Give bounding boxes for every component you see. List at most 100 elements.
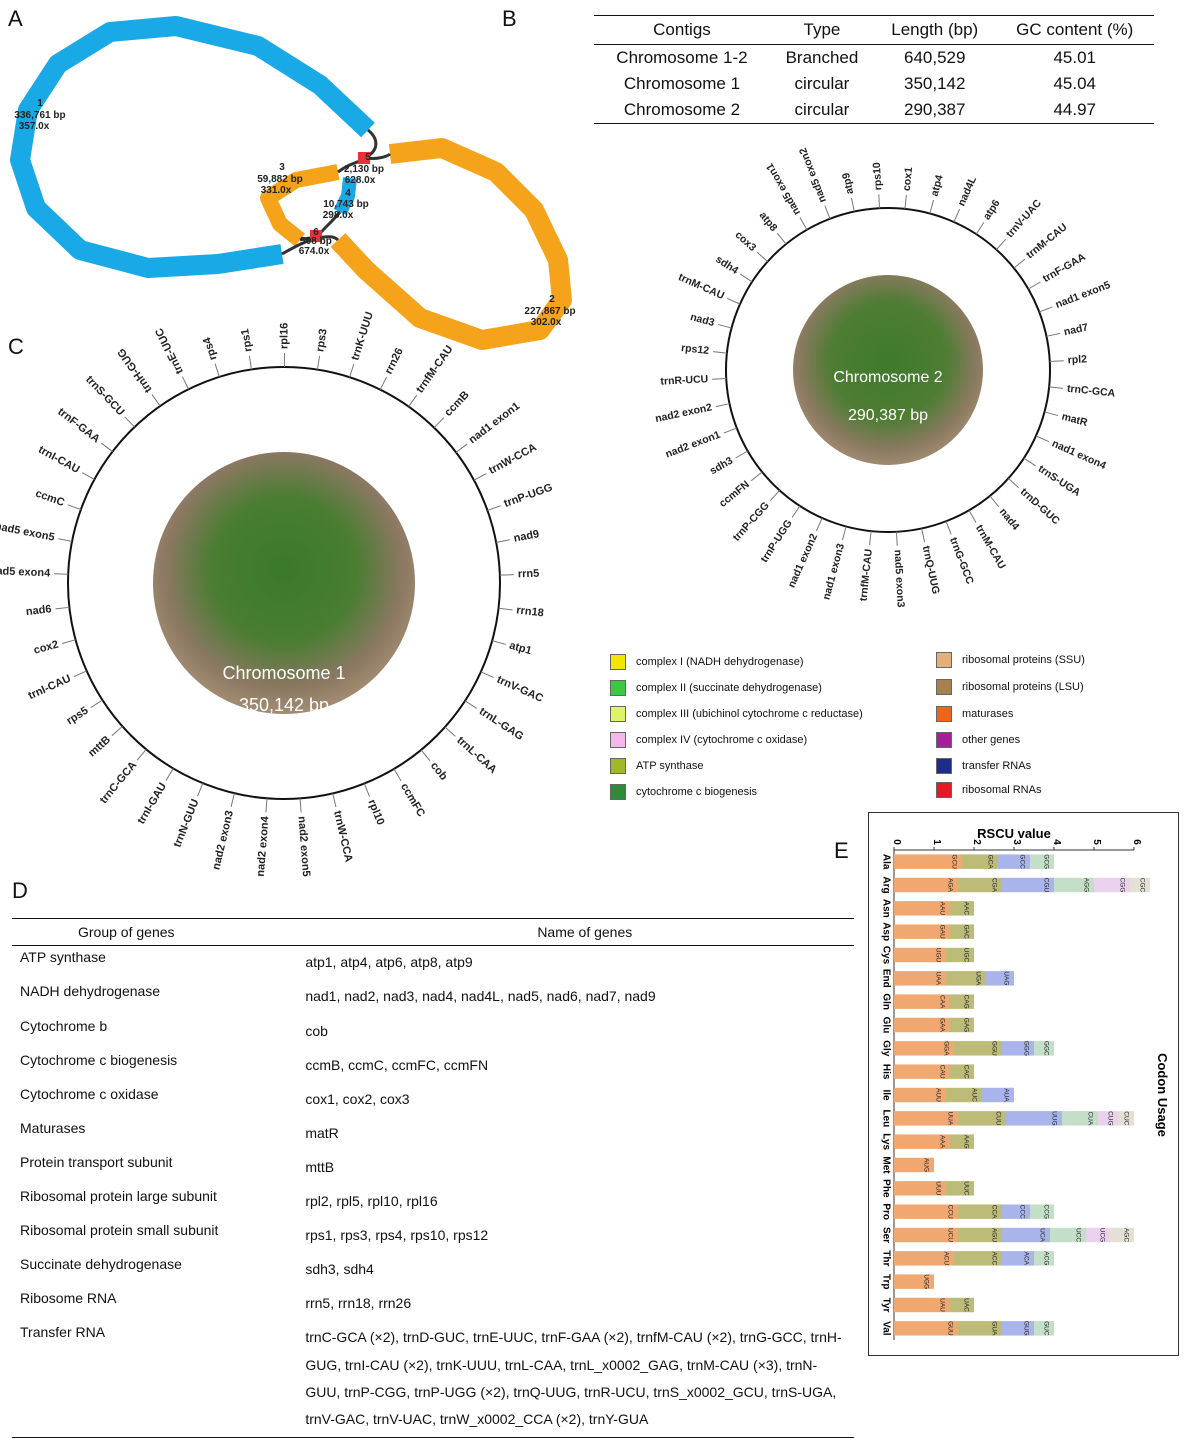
gene-label: trnP-UGG bbox=[758, 518, 794, 565]
gene-label: nad4 bbox=[997, 506, 1022, 533]
gene-label: nad7 bbox=[1063, 321, 1090, 338]
segment-1-length: 336,761 bp bbox=[14, 110, 65, 121]
gene-label: trnW-CCA bbox=[331, 810, 355, 864]
legend-swatch bbox=[610, 784, 626, 800]
gene-label: ccmFC bbox=[398, 781, 427, 819]
gene-tick bbox=[1046, 333, 1060, 336]
gene-label: trnI-CAU bbox=[26, 673, 72, 702]
codon-label: CCA bbox=[990, 1205, 997, 1219]
gene-group: Protein transport subunit bbox=[12, 1150, 297, 1184]
table-row: Chromosome 2 circular 290,387 44.97 bbox=[594, 97, 1154, 124]
gene-label: rrn18 bbox=[516, 604, 545, 619]
gene-label: atp6 bbox=[981, 197, 1003, 222]
category-label: Asn bbox=[880, 899, 891, 918]
gene-tick bbox=[1024, 458, 1036, 466]
codon-label: GAU bbox=[938, 925, 945, 939]
gene-tick bbox=[1028, 282, 1040, 289]
legend-swatch bbox=[936, 732, 952, 748]
legend-label: complex IV (cytochrome c oxidase) bbox=[636, 734, 807, 746]
assembly-graph: 1 336,761 bp 357.0x 2 227,867 bp 302.0x … bbox=[0, 0, 600, 360]
legend-swatch bbox=[936, 758, 952, 774]
gene-label: atp8 bbox=[757, 209, 780, 233]
gene-label: cob bbox=[428, 760, 450, 783]
gene-label: nad1 exon1 bbox=[467, 400, 522, 446]
codon-label: CUG bbox=[1106, 1111, 1113, 1125]
gene-tick bbox=[487, 506, 500, 511]
gene-label: rps10 bbox=[871, 162, 884, 191]
codon-label: UUU bbox=[934, 1181, 941, 1195]
gene-label: trnV-GAC bbox=[495, 674, 545, 705]
gene-label: nad1 exon4 bbox=[1050, 438, 1108, 473]
gene-tick bbox=[350, 364, 354, 377]
gene-tick bbox=[137, 749, 146, 760]
gene-tick bbox=[825, 206, 830, 219]
group-header: Group of genes bbox=[12, 919, 297, 946]
codon-label: CUC bbox=[1122, 1111, 1129, 1125]
codon-label: UGA bbox=[974, 971, 981, 986]
gene-tick bbox=[1050, 361, 1064, 362]
contigs-table: Contigs Type Length (bp) GC content (%) … bbox=[594, 15, 1154, 124]
gene-label: nad2 exon3 bbox=[210, 809, 236, 871]
category-label: Met bbox=[880, 1156, 891, 1174]
gene-tick bbox=[800, 218, 807, 230]
gene-label: nad9 bbox=[513, 528, 540, 545]
gene-group: Transfer RNA bbox=[12, 1321, 297, 1437]
gene-label: trnS-GCU bbox=[83, 374, 126, 419]
gene-tick bbox=[718, 324, 732, 328]
legend-label: complex I (NADH dehydrogenase) bbox=[636, 656, 804, 668]
category-label: Tyr bbox=[880, 1298, 891, 1313]
gene-label: trnQ-UUG bbox=[920, 545, 942, 595]
gene-tick bbox=[249, 356, 251, 370]
codon-label: ACA bbox=[1022, 1252, 1029, 1266]
gene-tick bbox=[946, 521, 951, 534]
gene-label: trnI-GAU bbox=[135, 781, 169, 827]
segment-5-id: 5 bbox=[365, 152, 371, 163]
x-tick-label: 0 bbox=[891, 839, 902, 845]
contig-type: circular bbox=[770, 97, 874, 124]
legend-swatch bbox=[610, 732, 626, 748]
codon-label: CUA bbox=[1086, 1111, 1093, 1125]
gene-tick bbox=[851, 198, 854, 212]
gene-label: mttB bbox=[86, 734, 113, 760]
category-label: Cys bbox=[880, 946, 891, 965]
codon-label: CCU bbox=[946, 1205, 953, 1219]
gene-tick bbox=[751, 472, 762, 481]
x-tick-label: 4 bbox=[1051, 839, 1062, 845]
category-label: End bbox=[880, 969, 891, 988]
gene-tick bbox=[499, 608, 513, 610]
category-label: Glu bbox=[880, 1017, 891, 1034]
category-label: Phe bbox=[880, 1179, 891, 1198]
legend-label: ATP synthase bbox=[636, 760, 703, 772]
codon-label: GUA bbox=[990, 1321, 997, 1336]
chromosome-2-size: 290,387 bp bbox=[848, 407, 928, 424]
gene-tick bbox=[1014, 259, 1025, 268]
gene-label: nad5 exon1 bbox=[764, 161, 803, 217]
gene-tick bbox=[842, 526, 846, 540]
category-label: Trp bbox=[880, 1274, 891, 1290]
gene-label: nad2 exon2 bbox=[654, 401, 713, 425]
legend-item: complex III (ubichinol cytochrome c redu… bbox=[610, 706, 863, 722]
codon-label: UCA bbox=[1038, 1228, 1045, 1242]
gene-tick bbox=[976, 222, 984, 234]
gene-label: trnP-UGG bbox=[502, 482, 554, 510]
category-label: Thr bbox=[880, 1250, 891, 1266]
codon-bar bbox=[950, 994, 974, 1008]
gene-label: rpl2 bbox=[1067, 353, 1087, 366]
gene-tick bbox=[792, 506, 800, 518]
codon-label: CUU bbox=[994, 1111, 1001, 1125]
gene-tick bbox=[58, 539, 72, 542]
gene-label: nad1 exon5 bbox=[1054, 279, 1112, 311]
segment-4-id: 4 bbox=[345, 188, 351, 199]
gene-label: trnM-CAU bbox=[1024, 221, 1070, 261]
gene-label: trnS-UGA bbox=[1036, 463, 1083, 499]
gene-tick bbox=[182, 377, 188, 390]
gene-names: mttB bbox=[297, 1150, 854, 1184]
gene-tick bbox=[996, 239, 1005, 249]
segment-4-length: 10,743 bp bbox=[323, 199, 369, 210]
gene-label: trnI-CAU bbox=[36, 444, 81, 476]
gene-tick bbox=[500, 575, 514, 576]
